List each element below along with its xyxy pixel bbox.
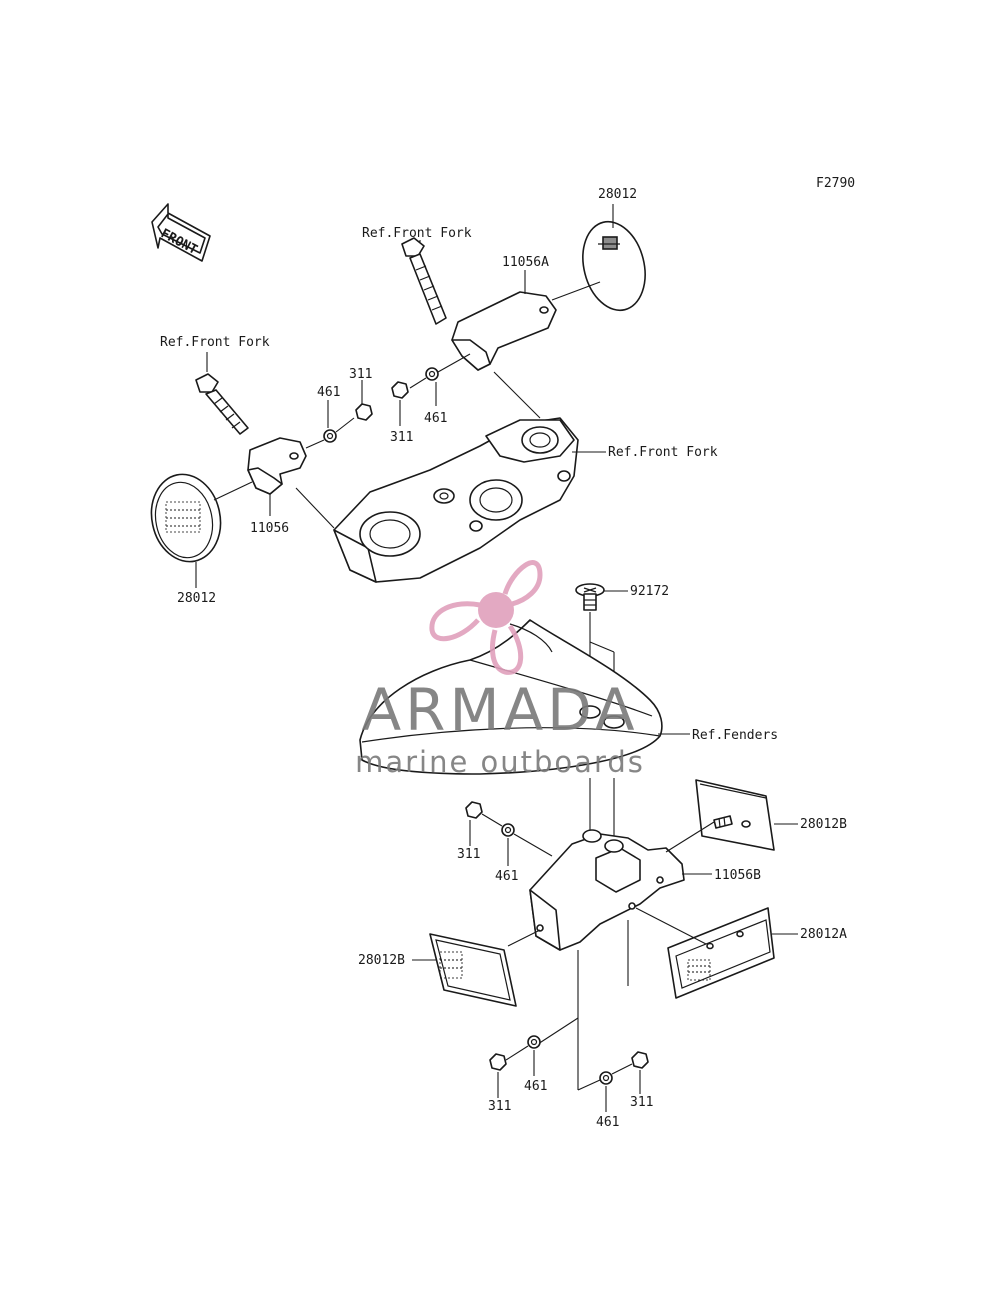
nut-311-lower-right-icon	[631, 1051, 649, 1069]
leader	[551, 281, 601, 301]
front-arrow-icon: FRONT	[151, 203, 211, 262]
label-28012A: 28012A	[800, 927, 847, 942]
label-461-b: 461	[317, 385, 340, 400]
leader	[513, 833, 553, 857]
leader	[635, 907, 707, 945]
bolt-upper-icon	[401, 237, 447, 325]
armada-watermark: ARMADA marine outboards	[355, 560, 645, 779]
leader	[611, 1063, 633, 1075]
leader	[589, 641, 615, 653]
bracket-11056	[247, 437, 307, 495]
leader	[305, 439, 325, 449]
nut-311-upper-icon	[391, 381, 409, 399]
label-28012B-left: 28012B	[358, 953, 405, 968]
leader	[481, 813, 503, 827]
label-311-c: 311	[457, 847, 480, 862]
washer-461-upper-icon	[425, 367, 439, 381]
label-28012-left: 28012	[177, 591, 216, 606]
propeller-logo-icon	[429, 560, 543, 675]
washer-461-lower-left-icon	[527, 1035, 541, 1049]
fork-clamp	[333, 417, 579, 583]
watermark-tagline: marine outboards	[355, 745, 645, 779]
nut-311-left-icon	[355, 403, 373, 421]
reflector-28012B-left	[429, 933, 517, 1007]
label-28012B-right: 28012B	[800, 817, 847, 832]
label-ref-front-fork-upper: Ref.Front Fork	[362, 226, 472, 241]
leader	[493, 371, 541, 419]
label-311-a: 311	[390, 430, 413, 445]
leader	[665, 821, 715, 853]
bolt-left-icon	[195, 373, 249, 435]
label-ref-front-fork-left: Ref.Front Fork	[160, 335, 270, 350]
label-11056: 11056	[250, 521, 289, 536]
leader	[505, 1045, 529, 1061]
label-461-e: 461	[596, 1115, 619, 1130]
washer-461-mid-icon	[501, 823, 515, 837]
washer-461-lower-right-icon	[599, 1071, 613, 1085]
label-ref-front-fork-right: Ref.Front Fork	[608, 445, 718, 460]
screw-92172-icon	[575, 583, 605, 611]
label-11056B: 11056B	[714, 868, 761, 883]
label-28012-top: 28012	[598, 187, 637, 202]
label-ref-fenders: Ref.Fenders	[692, 728, 778, 743]
bracket-11056B	[529, 829, 685, 951]
nut-311-lower-left-icon	[489, 1053, 507, 1071]
label-311-e: 311	[630, 1095, 653, 1110]
label-461-d: 461	[524, 1079, 547, 1094]
washer-461-left-icon	[323, 429, 337, 443]
leader	[537, 1017, 579, 1045]
reflector-28012-left	[150, 473, 222, 563]
watermark-name: ARMADA	[361, 676, 638, 744]
label-92172: 92172	[630, 584, 669, 599]
leader	[295, 487, 335, 529]
leader	[409, 377, 427, 389]
leader	[507, 929, 541, 947]
reflector-28012B-right	[695, 779, 775, 851]
leader	[577, 1079, 601, 1091]
nut-311-mid-icon	[465, 801, 483, 819]
bracket-11056A	[451, 291, 557, 371]
label-311-b: 311	[349, 367, 372, 382]
leader	[213, 481, 253, 501]
figure-code: F2790	[816, 176, 855, 191]
label-311-d: 311	[488, 1099, 511, 1114]
leader	[335, 417, 355, 433]
reflector-28012-top	[582, 220, 646, 312]
label-461-a: 461	[424, 411, 447, 426]
leader	[437, 353, 471, 373]
reflector-28012A	[667, 907, 775, 999]
stud-icon	[713, 815, 733, 829]
label-11056A: 11056A	[502, 255, 549, 270]
label-461-c: 461	[495, 869, 518, 884]
